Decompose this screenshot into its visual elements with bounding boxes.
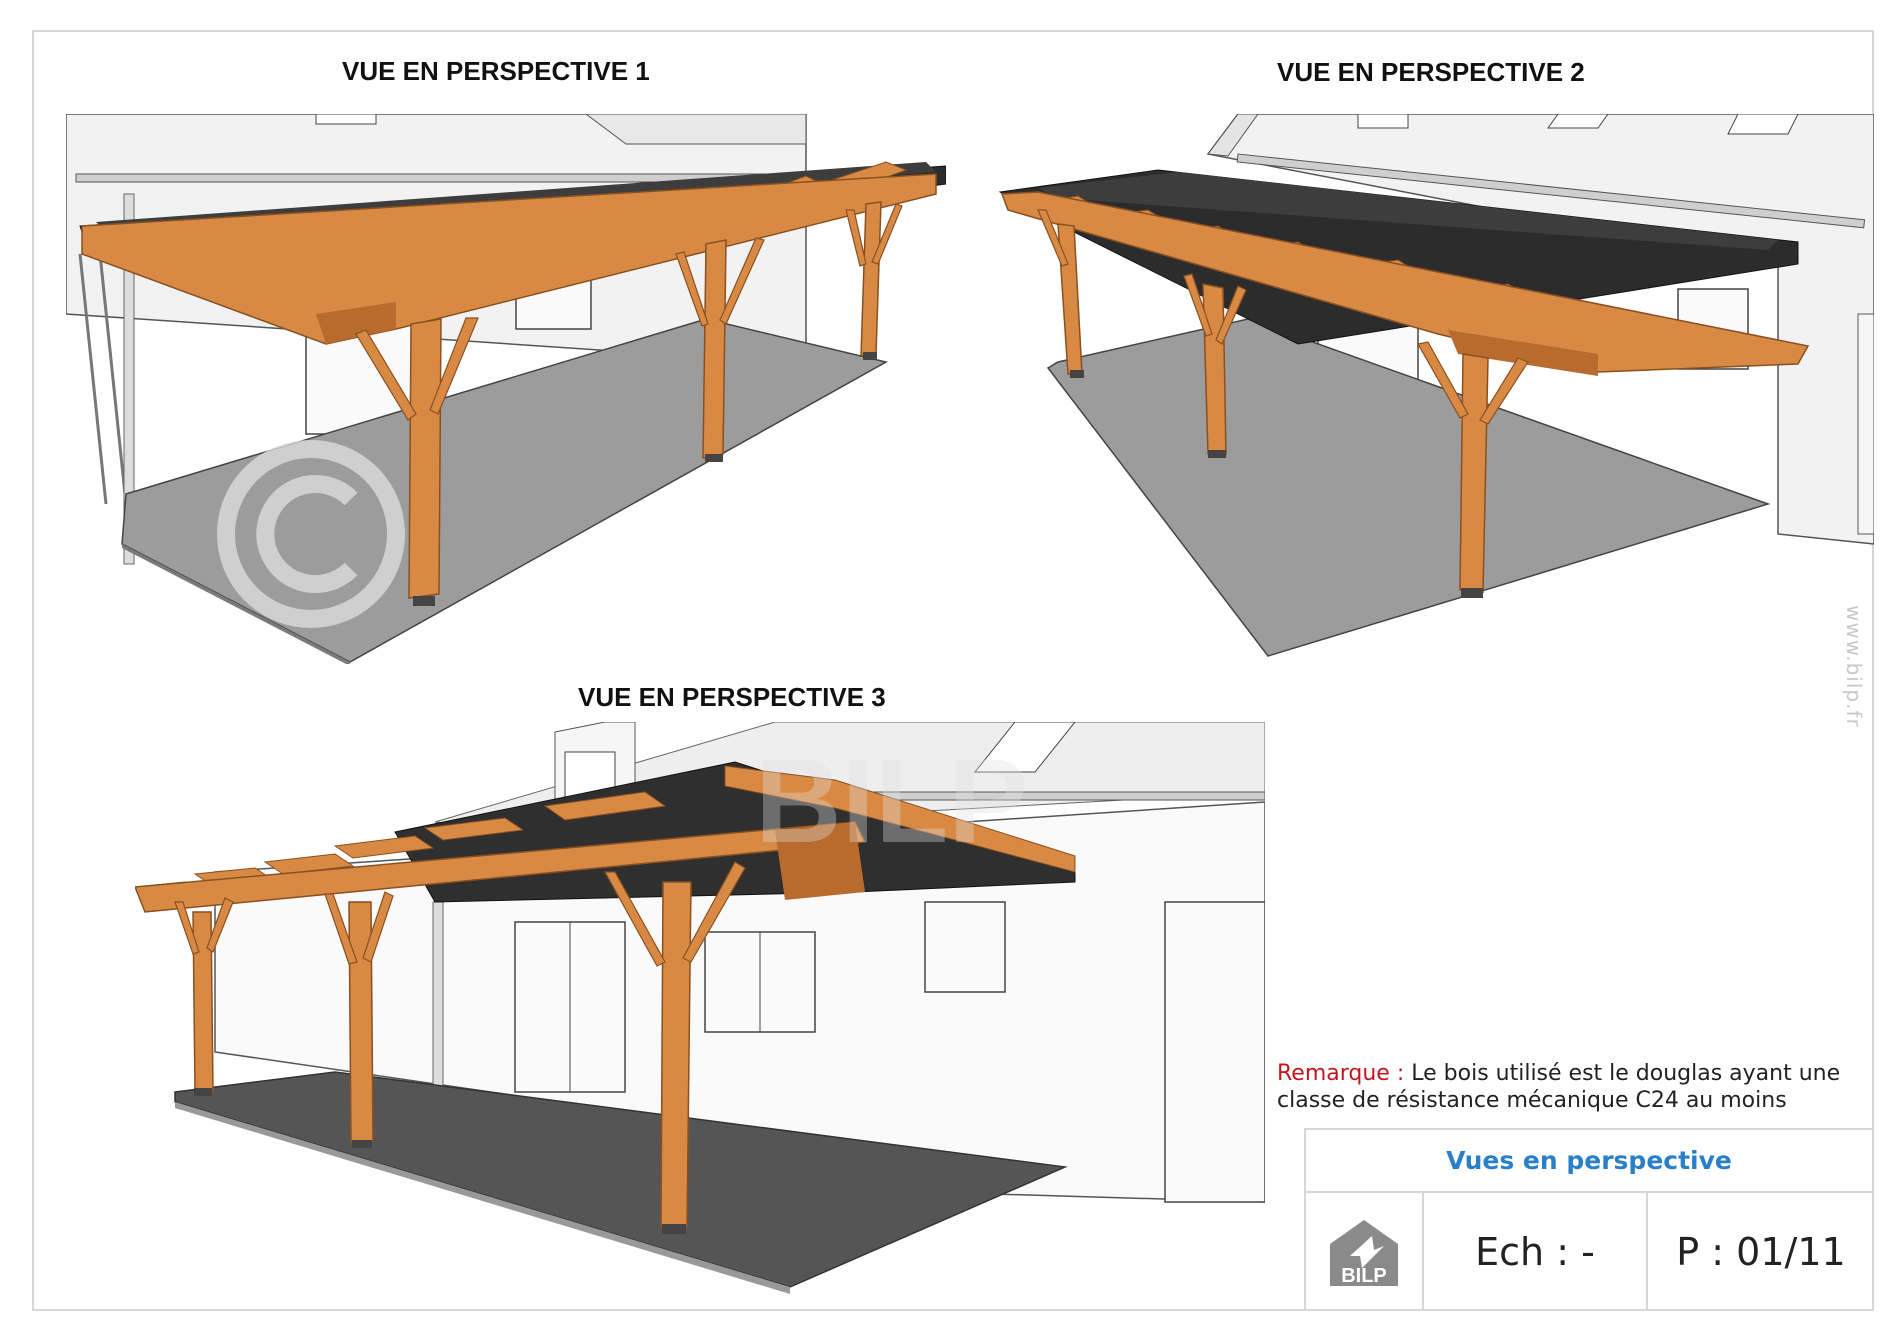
perspective-view-2	[998, 114, 1874, 657]
view-title-2: VUE EN PERSPECTIVE 2	[1277, 57, 1585, 87]
bilp-logo-icon: BILP	[1330, 1220, 1398, 1287]
garage-door	[1164, 901, 1265, 1203]
remark-label: Remarque :	[1277, 1061, 1405, 1086]
roof-window	[1357, 114, 1409, 129]
perspective-view-3: BILP	[135, 722, 1265, 1294]
window	[924, 901, 1006, 993]
main-beam	[1000, 191, 1810, 373]
gutter	[1236, 153, 1866, 229]
main-beam	[135, 821, 867, 913]
roof-window	[1727, 114, 1799, 135]
bilp-logo-text: BILP	[1341, 1265, 1387, 1287]
perspective-view-1	[66, 114, 946, 664]
side-url: www.bilp.fr	[1842, 605, 1866, 728]
logo-watermark: BILP	[755, 734, 1028, 868]
view-title-1: VUE EN PERSPECTIVE 1	[342, 56, 650, 86]
view-title-3: VUE EN PERSPECTIVE 3	[578, 682, 886, 712]
title-block-scale: Ech : -	[1424, 1193, 1648, 1311]
dormer-window	[315, 114, 377, 125]
remark-text: Le bois utilisé est le douglas ayant une…	[1277, 1061, 1841, 1113]
title-block-page: P : 01/11	[1676, 1230, 1846, 1274]
roof-window	[973, 722, 1076, 773]
title-block-logo-cell: BILP	[1306, 1193, 1424, 1311]
floor-slab	[174, 1071, 1068, 1288]
roof-window	[1547, 114, 1609, 129]
remark: Remarque : Le bois utilisé est le dougla…	[1277, 1060, 1857, 1114]
house-gable	[585, 114, 807, 145]
title-block-title: Vues en perspective	[1306, 1130, 1872, 1193]
title-block: Vues en perspective BILP Ech : - P : 01/…	[1304, 1128, 1874, 1311]
downpipe	[123, 193, 135, 565]
copyright-watermark	[217, 440, 405, 628]
